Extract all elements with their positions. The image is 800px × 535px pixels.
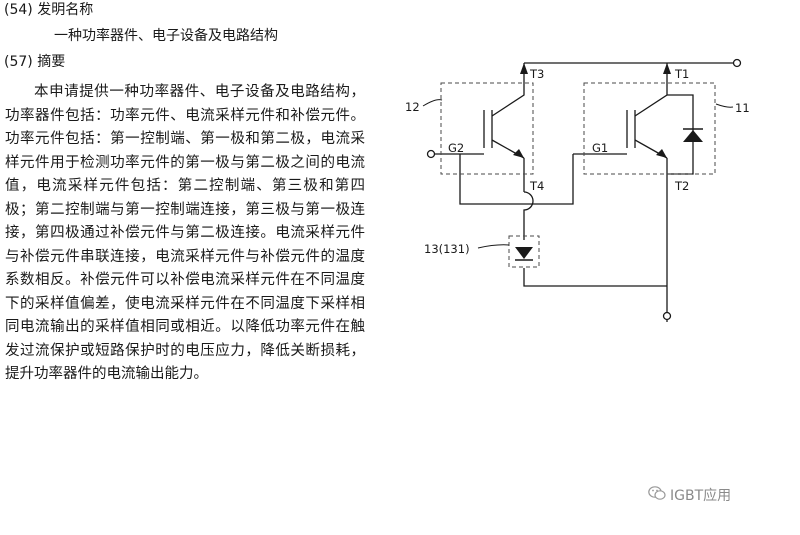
wechat-icon [648, 485, 666, 505]
watermark: IGBT应用 [648, 485, 731, 505]
label-g1: G1 [592, 141, 608, 155]
dashed-box-11 [583, 82, 716, 175]
label-ref-13: 13(131) [424, 242, 470, 256]
igbt-sampling [426, 63, 525, 159]
igbt-power [573, 63, 668, 159]
freewheel-diode [667, 94, 694, 175]
abstract-heading: (57) 摘要 [4, 54, 66, 70]
dashed-box-13 [508, 235, 540, 268]
abstract-text: 本申请提供一种功率器件、电子设备及电路结构，功率器件包括：功率元件、电流采样元件… [5, 84, 365, 382]
label-t1: T1 [674, 67, 689, 81]
watermark-text: IGBT应用 [670, 488, 732, 504]
dashed-box-12 [440, 82, 534, 175]
label-ref-12: 12 [405, 100, 420, 114]
label-ref-11: 11 [735, 101, 750, 115]
circuit-diagram: T3 T1 G2 G1 T4 T2 12 11 13(131) [405, 58, 750, 322]
top-right-terminal [732, 58, 742, 68]
label-g2: G2 [448, 141, 464, 155]
invention-name: 一种功率器件、电子设备及电路结构 [54, 28, 278, 44]
label-t4: T4 [529, 179, 544, 193]
label-t2: T2 [674, 179, 689, 193]
label-t3: T3 [529, 67, 544, 81]
bottom-terminal [662, 311, 672, 321]
invention-name-heading: (54) 发明名称 [4, 2, 94, 18]
